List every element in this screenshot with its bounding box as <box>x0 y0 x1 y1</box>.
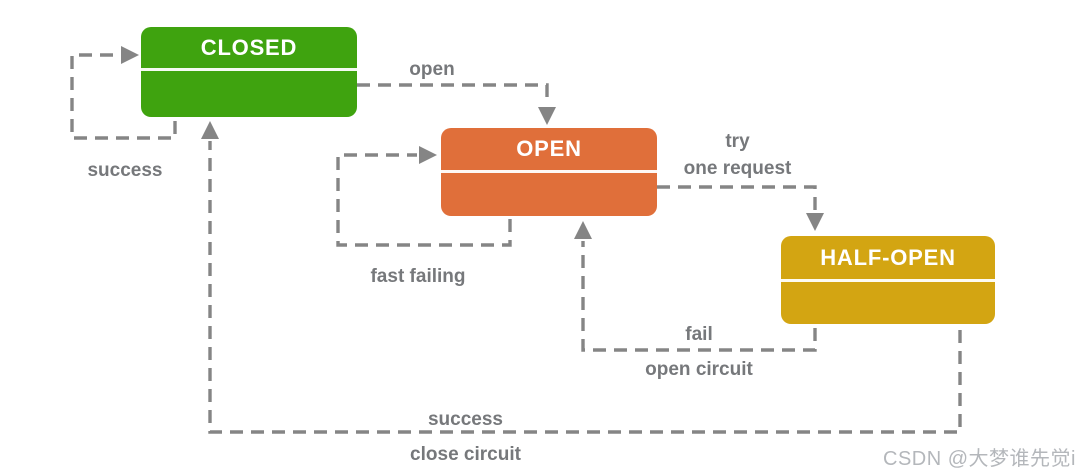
arrowhead-up-icon <box>574 221 592 239</box>
arrowhead-down-icon <box>806 213 824 231</box>
arrowhead-right-icon <box>121 46 139 64</box>
edge-half-open-to-closed <box>201 121 962 434</box>
arrowhead-down-icon <box>538 107 556 125</box>
state-closed: CLOSED <box>141 27 357 117</box>
state-half-open: HALF-OPEN <box>781 236 995 324</box>
edge-closed-to-open <box>357 83 556 125</box>
edge-line <box>70 53 177 140</box>
arrowhead-right-icon <box>419 146 437 164</box>
edge-half-open-to-open <box>574 221 817 352</box>
label-line: close circuit <box>410 444 521 465</box>
state-open: OPEN <box>441 128 657 216</box>
state-closed-title: CLOSED <box>141 27 357 71</box>
edge-open-to-half-open <box>657 185 824 231</box>
label-try-one-request: try one request <box>655 128 820 182</box>
edge-closed-self-success <box>70 46 177 140</box>
label-success-close-circuit: success close circuit <box>383 402 548 472</box>
arrowhead-up-icon <box>201 121 219 139</box>
label-success-selfloop: success <box>40 157 210 184</box>
label-line: success <box>427 409 503 430</box>
label-line: one request <box>683 158 792 179</box>
label-line: fast failing <box>370 266 466 287</box>
label-line: open <box>409 59 455 80</box>
edge-line <box>336 153 512 247</box>
edge-line <box>657 185 817 211</box>
label-line: success <box>87 160 163 181</box>
label-fast-failing: fast failing <box>338 263 498 290</box>
edge-line <box>581 241 817 352</box>
state-half-open-title: HALF-OPEN <box>781 236 995 282</box>
label-line: try <box>725 131 750 152</box>
label-fail-open-circuit: fail open circuit <box>618 317 780 387</box>
state-open-title: OPEN <box>441 128 657 173</box>
label-line: fail <box>685 324 713 345</box>
edge-open-self-fast-failing <box>336 146 512 247</box>
label-open: open <box>372 56 492 83</box>
csdn-watermark: CSDN @大梦谁先觉i <box>883 448 1076 470</box>
edge-line <box>208 141 962 434</box>
edge-line <box>357 83 549 105</box>
label-line: open circuit <box>645 359 753 380</box>
